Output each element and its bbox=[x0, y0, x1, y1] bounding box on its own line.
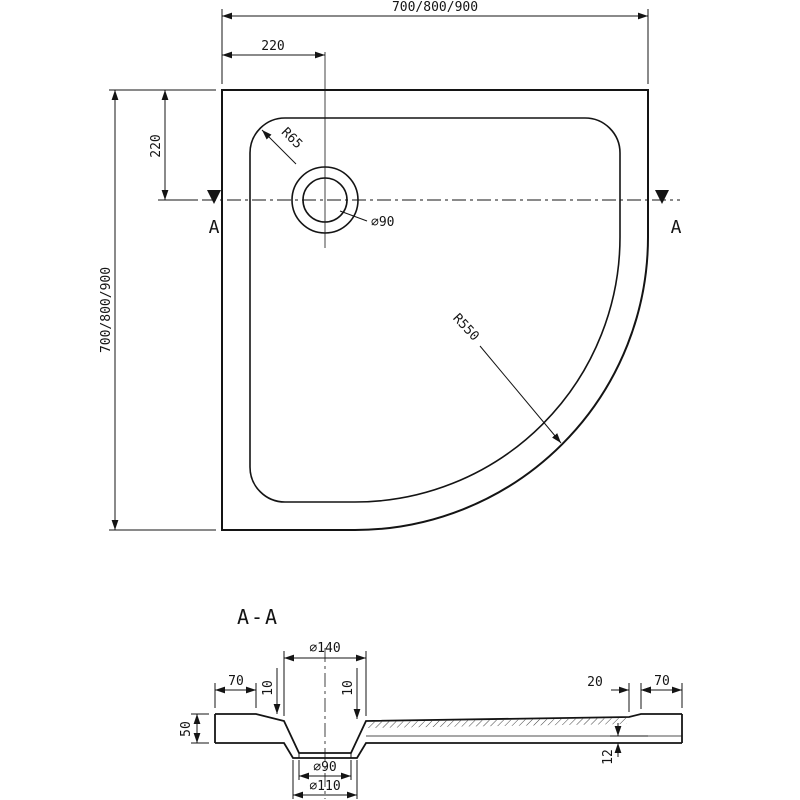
dim-overall-width-label: 700/800/900 bbox=[392, 0, 478, 15]
section-arrow-left bbox=[207, 190, 221, 204]
leader-line bbox=[339, 210, 368, 222]
dim-bottom-thickness-label: 12 bbox=[601, 749, 616, 765]
dim-total-height-label: 50 bbox=[179, 721, 194, 737]
dim-recess-bottom-dia: ⌀110 bbox=[292, 760, 358, 799]
dim-total-height: 50 bbox=[179, 713, 209, 744]
dim-depth-left-label: 10 bbox=[261, 680, 276, 696]
label-corner-radius: R550 bbox=[449, 311, 562, 444]
section-bottom-profile bbox=[215, 742, 682, 759]
dim-drain-offset-y: 220 bbox=[149, 90, 198, 201]
dim-right-step: 20 bbox=[587, 675, 659, 712]
dim-drain-hole-dia-label: ⌀90 bbox=[313, 760, 336, 775]
leader-line bbox=[479, 345, 562, 444]
section-label-left: A bbox=[209, 217, 220, 238]
dim-recess-top-dia: ⌀140 bbox=[283, 641, 367, 716]
dim-drain-hole-dia: ⌀90 bbox=[298, 760, 352, 780]
top-view-dimensions: 700/800/900 220 700/800/900 220 ⌀90 R65 bbox=[99, 0, 649, 531]
section-hatch-band bbox=[368, 718, 627, 728]
label-inner-radius: R65 bbox=[261, 125, 305, 165]
leader-line bbox=[261, 129, 297, 165]
dim-left-rim: 70 bbox=[214, 674, 257, 708]
section-arrow-right bbox=[655, 190, 669, 204]
dim-drain-offset-x: 220 bbox=[222, 39, 325, 59]
dim-drain-offset-x-label: 220 bbox=[261, 39, 284, 54]
inner-radius-label: R65 bbox=[278, 125, 305, 152]
dim-right-step-label: 20 bbox=[587, 675, 603, 690]
tray-basin-outline bbox=[249, 117, 621, 503]
dim-depth-right-label: 10 bbox=[341, 680, 356, 696]
dim-recess-top-dia-label: ⌀140 bbox=[309, 641, 340, 656]
dim-bottom-thickness: 12 bbox=[601, 723, 648, 765]
tray-outer-outline bbox=[221, 89, 649, 531]
dim-left-rim-label: 70 bbox=[228, 674, 244, 689]
dim-recess-bottom-dia-label: ⌀110 bbox=[309, 779, 340, 794]
dim-right-rim: 70 bbox=[641, 674, 683, 708]
corner-radius-label: R550 bbox=[449, 311, 481, 344]
dim-depth-left: 10 bbox=[261, 668, 281, 714]
dim-overall-height: 700/800/900 bbox=[99, 89, 216, 531]
drain-diameter-label: ⌀90 bbox=[371, 215, 394, 230]
top-view: A A bbox=[202, 52, 682, 531]
section-view: A-A bbox=[214, 605, 683, 799]
dim-depth-right: 10 bbox=[341, 668, 361, 719]
dim-right-rim-label: 70 bbox=[654, 674, 670, 689]
dim-drain-offset-y-label: 220 bbox=[149, 134, 164, 157]
dim-overall-height-label: 700/800/900 bbox=[99, 267, 114, 353]
section-title: A-A bbox=[237, 605, 279, 629]
section-dimensions: ⌀140 70 10 10 20 7 bbox=[179, 641, 683, 799]
label-drain-diameter: ⌀90 bbox=[339, 210, 394, 230]
dim-overall-width: 700/800/900 bbox=[221, 0, 649, 84]
section-label-right: A bbox=[671, 217, 682, 238]
